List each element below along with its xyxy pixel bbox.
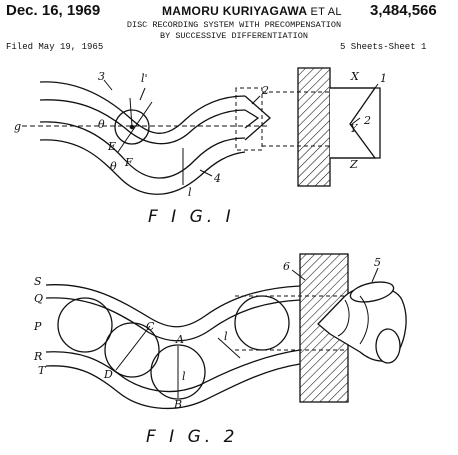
fig2-arrow-cd <box>115 325 151 371</box>
fig2-label-s: S <box>34 275 42 288</box>
fig1-label-4: 4 <box>213 172 221 185</box>
fig1-groove-inner-top <box>39 99 246 145</box>
fig2-circle-2 <box>104 322 160 378</box>
fig1-groove-outer-top <box>39 81 246 134</box>
patent-title-line1: DISC RECORDING SYSTEM WITH PRECOMPENSATI… <box>126 20 342 30</box>
fig2-circle-1 <box>57 297 113 353</box>
fig2-label-l-center: l <box>182 370 186 383</box>
fig2-label-d: D <box>103 368 113 381</box>
fig1-label-l: l <box>188 186 192 199</box>
fig2-label-p: P <box>33 320 42 333</box>
fig2-label-q: Q <box>34 292 43 305</box>
fig1-caption: F I G. I <box>148 207 235 227</box>
fig2-label-5: 5 <box>374 256 381 269</box>
fig1-chevron-stylus <box>244 95 271 141</box>
fig1-tangent-line <box>117 101 153 153</box>
filed-date: Filed May 19, 1965 <box>6 42 104 52</box>
inventor-name: MAMORU KURIYAGAWA ET AL <box>162 4 342 18</box>
fig1-label-z: Z <box>349 158 358 171</box>
patent-date: Dec. 16, 1969 <box>6 2 101 19</box>
fig2-label-t: T <box>38 364 47 377</box>
fig1-label-3: 3 <box>98 70 105 83</box>
fig2-circle-4 <box>234 295 290 351</box>
fig2-label-a: A <box>175 333 184 346</box>
figure-1 <box>22 67 381 195</box>
fig1-label-e: E <box>107 140 116 153</box>
fig1-label-theta-2: θ <box>110 160 117 173</box>
fig1-label-2-top: 2 <box>261 84 269 97</box>
fig2-label-6: 6 <box>283 260 290 273</box>
fig2-stylus-end <box>375 328 401 364</box>
fig1-label-y: Y <box>350 122 359 135</box>
fig1-label-theta-1: θ <box>98 118 105 131</box>
fig1-label-1: 1 <box>380 72 387 85</box>
fig2-line-q <box>45 297 301 342</box>
fig2-label-l-right: l <box>224 330 228 343</box>
fig2-line-s <box>45 284 301 328</box>
fig2-label-c: C <box>146 320 155 333</box>
fig1-label-g: g <box>14 120 21 133</box>
fig2-caption: F I G. 2 <box>146 427 238 447</box>
fig1-radius-line <box>129 97 133 128</box>
fig2-label-b: B <box>173 398 182 411</box>
sheet-count: 5 Sheets-Sheet 1 <box>340 42 427 52</box>
fig1-cutter-body <box>330 87 381 159</box>
fig1-stylus-box <box>235 87 263 151</box>
fig1-label-2-right: 2 <box>363 114 371 127</box>
fig1-label-f: F <box>124 156 133 169</box>
inventor-label: MAMORU KURIYAGAWA <box>162 4 307 18</box>
figure-2 <box>45 253 407 410</box>
fig2-circle-3 <box>150 344 206 400</box>
fig1-groove-outer-bottom <box>39 139 246 195</box>
patent-title-line2: BY SUCCESSIVE DIFFERENTIATION <box>160 31 308 41</box>
fig2-arrow-right <box>217 337 241 359</box>
fig1-label-l-prime: l' <box>141 72 148 85</box>
fig2-line-t <box>45 363 301 410</box>
fig1-stylus-circle <box>114 109 150 145</box>
et-al-label: ET AL <box>310 6 342 18</box>
fig2-line-r <box>45 349 301 393</box>
fig1-groove-inner-bottom <box>39 121 246 179</box>
fig1-label-x: X <box>350 70 360 83</box>
fig1-cutter-block-hatched <box>297 67 331 187</box>
patent-number: 3,484,566 <box>370 2 437 19</box>
fig2-label-r: R <box>33 350 42 363</box>
